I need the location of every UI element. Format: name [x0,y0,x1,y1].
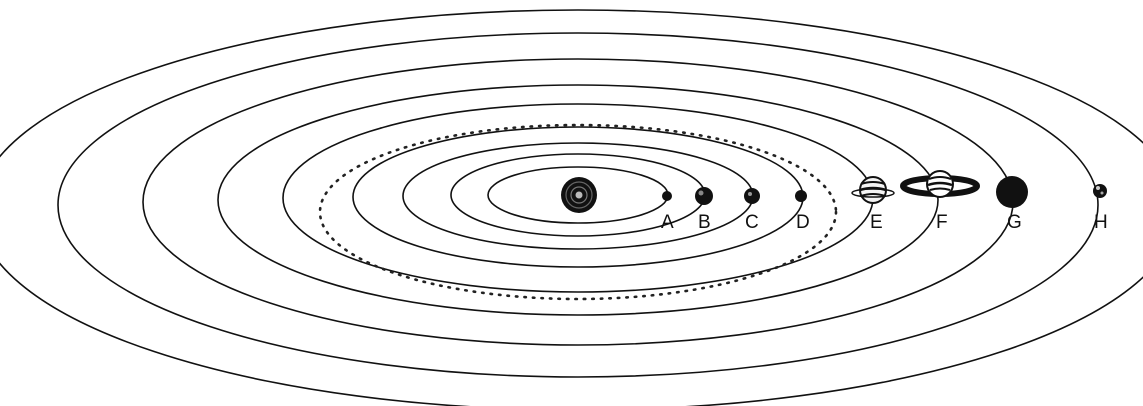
planet-g-icon [996,176,1028,208]
label-f: F [936,212,948,233]
label-a: A [661,212,674,233]
label-d: D [796,212,810,233]
planet-c-icon [744,188,760,204]
label-e: E [870,212,883,233]
label-h: H [1094,212,1108,233]
planet-h-icon [1093,184,1107,198]
planet-b-icon [695,187,713,205]
planet-a-icon [662,191,672,201]
banded-planet-icon [852,177,894,203]
ringed-planet-icon [903,171,977,197]
label-b: B [698,212,711,233]
label-g: G [1007,212,1022,233]
label-c: C [745,212,759,233]
sun-icon [561,177,597,213]
planet-d-icon [795,190,807,202]
